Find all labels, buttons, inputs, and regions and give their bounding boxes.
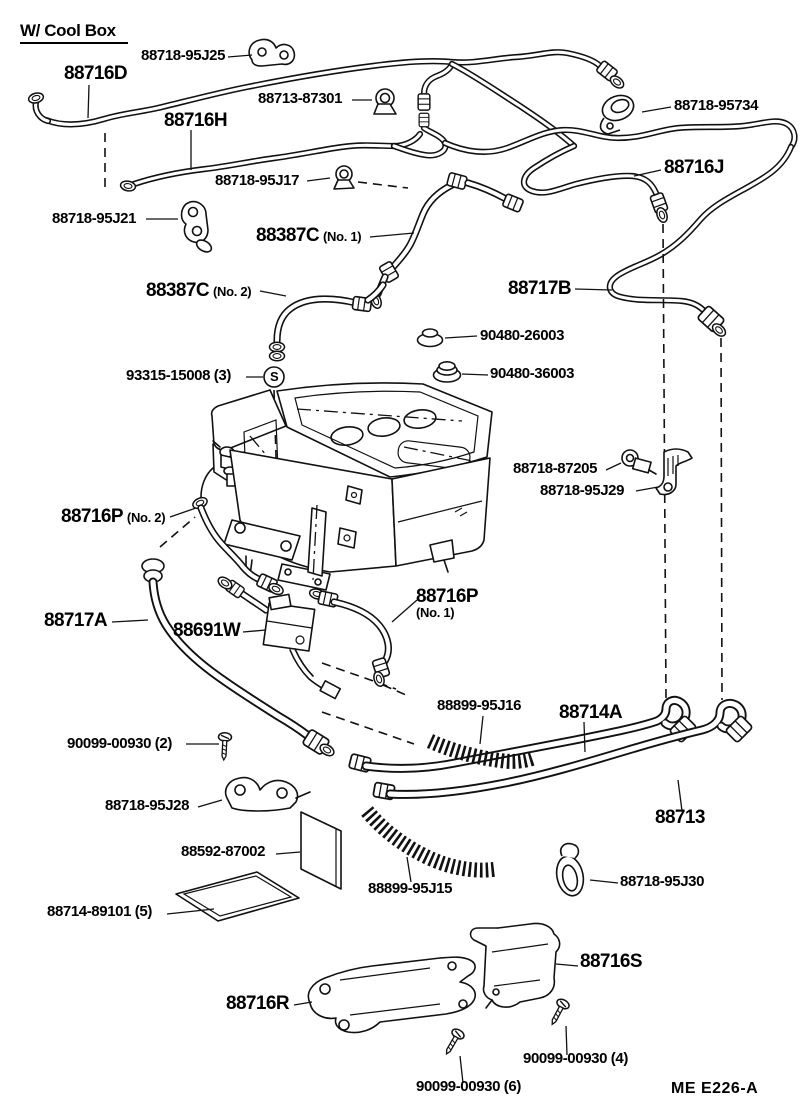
clamp-87301-drawing: [373, 88, 397, 115]
part-label-88718-95734: 88718-95734: [674, 97, 759, 114]
part-label-88899-95j16: 88899-95J16: [437, 697, 522, 714]
pipe-88716d-drawing: [26, 49, 627, 128]
part-label-88899-95j15: 88899-95J15: [368, 880, 453, 897]
pipe-88717b-drawing: [606, 143, 795, 340]
part-label-88718-95j25: 88718-95J25: [141, 47, 226, 64]
cool-box-unit-drawing: [210, 382, 493, 591]
screw-0930-4-drawing: [545, 996, 572, 1029]
pad-89101-drawing: [175, 871, 300, 922]
hose-88717a-drawing: [141, 558, 337, 759]
bracket-95j29-drawing: [655, 448, 693, 496]
install-line-95j17: [357, 181, 409, 189]
part-label-88718-95j29: 88718-95J29: [540, 482, 625, 499]
part-label-88718-95j30: 88718-95J30: [620, 873, 705, 890]
grommet-36003-drawing: [432, 360, 462, 383]
pipe-junction-drawing: [417, 60, 456, 128]
part-label-88691w: 88691W: [173, 620, 241, 641]
hose-88387c-no2-drawing: [268, 281, 387, 362]
part-label-88717b: 88717B: [508, 278, 572, 299]
part-label-88716h: 88716H: [164, 110, 228, 131]
pipe-88716h-drawing: [119, 124, 449, 193]
part-label-88718-95j21: 88718-95J21: [52, 210, 137, 227]
s-symbol: S: [270, 369, 279, 384]
clamp-95j25-drawing: [248, 38, 296, 67]
cover-88716r-drawing: [307, 956, 476, 1034]
clamp-95j21-drawing: [180, 200, 213, 253]
grommet-26003-drawing: [416, 328, 444, 348]
part-label-88387c-no2: 88387C(No. 2): [146, 280, 252, 301]
part-label-90480-36003: 90480-36003: [490, 365, 575, 382]
part-label-88713-87301: 88713-87301: [258, 90, 343, 107]
hose-88716p-no2-drawing: [159, 467, 286, 598]
part-label-88716j: 88716J: [664, 157, 724, 178]
valve-88691w-drawing: [215, 574, 397, 700]
clamp-95734-drawing: [599, 94, 635, 135]
diagram-code: ME E226-A: [671, 1080, 759, 1097]
part-label-88716r: 88716R: [226, 993, 290, 1014]
hose-88714a-drawing: [347, 695, 698, 774]
hose-88716p-no1-drawing: [307, 586, 415, 745]
clamp-95j17-drawing: [333, 165, 355, 190]
clamp-95j30-drawing: [555, 842, 585, 897]
pipe-branch-drawing: [441, 60, 798, 155]
install-line-left: [662, 223, 667, 701]
part-label-88717a: 88717A: [44, 610, 108, 631]
s-symbol-circle: [263, 366, 285, 388]
pipe-88716j-drawing: [520, 142, 670, 225]
part-label-88714a: 88714A: [559, 702, 623, 723]
screw-0930-2-drawing: [216, 731, 233, 762]
leader-lines: [87, 54, 683, 1084]
part-label-88713: 88713: [655, 807, 705, 828]
part-label-88718-87205: 88718-87205: [513, 460, 598, 477]
part-label-88718-95j28: 88718-95J28: [105, 797, 190, 814]
install-line-right: [720, 337, 723, 701]
part-label-88716p-no2: 88716P(No. 2): [61, 506, 166, 527]
part-label-93315-15008: 93315-15008 (3): [126, 367, 231, 384]
part-label-88716d: 88716D: [64, 63, 128, 84]
page-title: W/ Cool Box: [20, 22, 128, 44]
screw-0930-6-drawing: [440, 1026, 467, 1058]
corrugated-tube-95j16-drawing: [426, 734, 536, 769]
part-label-88716p-no1: 88716P(No. 1): [416, 586, 479, 620]
hose-88713-drawing: [372, 698, 754, 801]
clamp-95j28-drawing: [224, 776, 311, 812]
pad-87002-drawing: [300, 811, 342, 890]
part-label-90099-00930-6: 90099-00930 (6): [416, 1078, 521, 1095]
corrugated-tube-95j15-drawing: [361, 806, 499, 878]
cover-88716s-drawing: [469, 922, 561, 1009]
part-label-90099-00930-2: 90099-00930 (2): [67, 735, 172, 752]
part-label-88387c-no1: 88387C(No. 1): [256, 225, 362, 246]
part-label-88716s: 88716S: [580, 951, 643, 972]
part-label-90480-26003: 90480-26003: [480, 327, 565, 344]
part-label-88714-89101: 88714-89101 (5): [47, 903, 152, 920]
clamp-87205-drawing: [621, 449, 657, 475]
part-label-88718-95j17: 88718-95J17: [215, 172, 300, 189]
part-label-88592-87002: 88592-87002: [181, 843, 266, 860]
part-label-90099-00930-4: 90099-00930 (4): [523, 1050, 628, 1067]
hose-88387c-no1-drawing: [368, 171, 525, 311]
